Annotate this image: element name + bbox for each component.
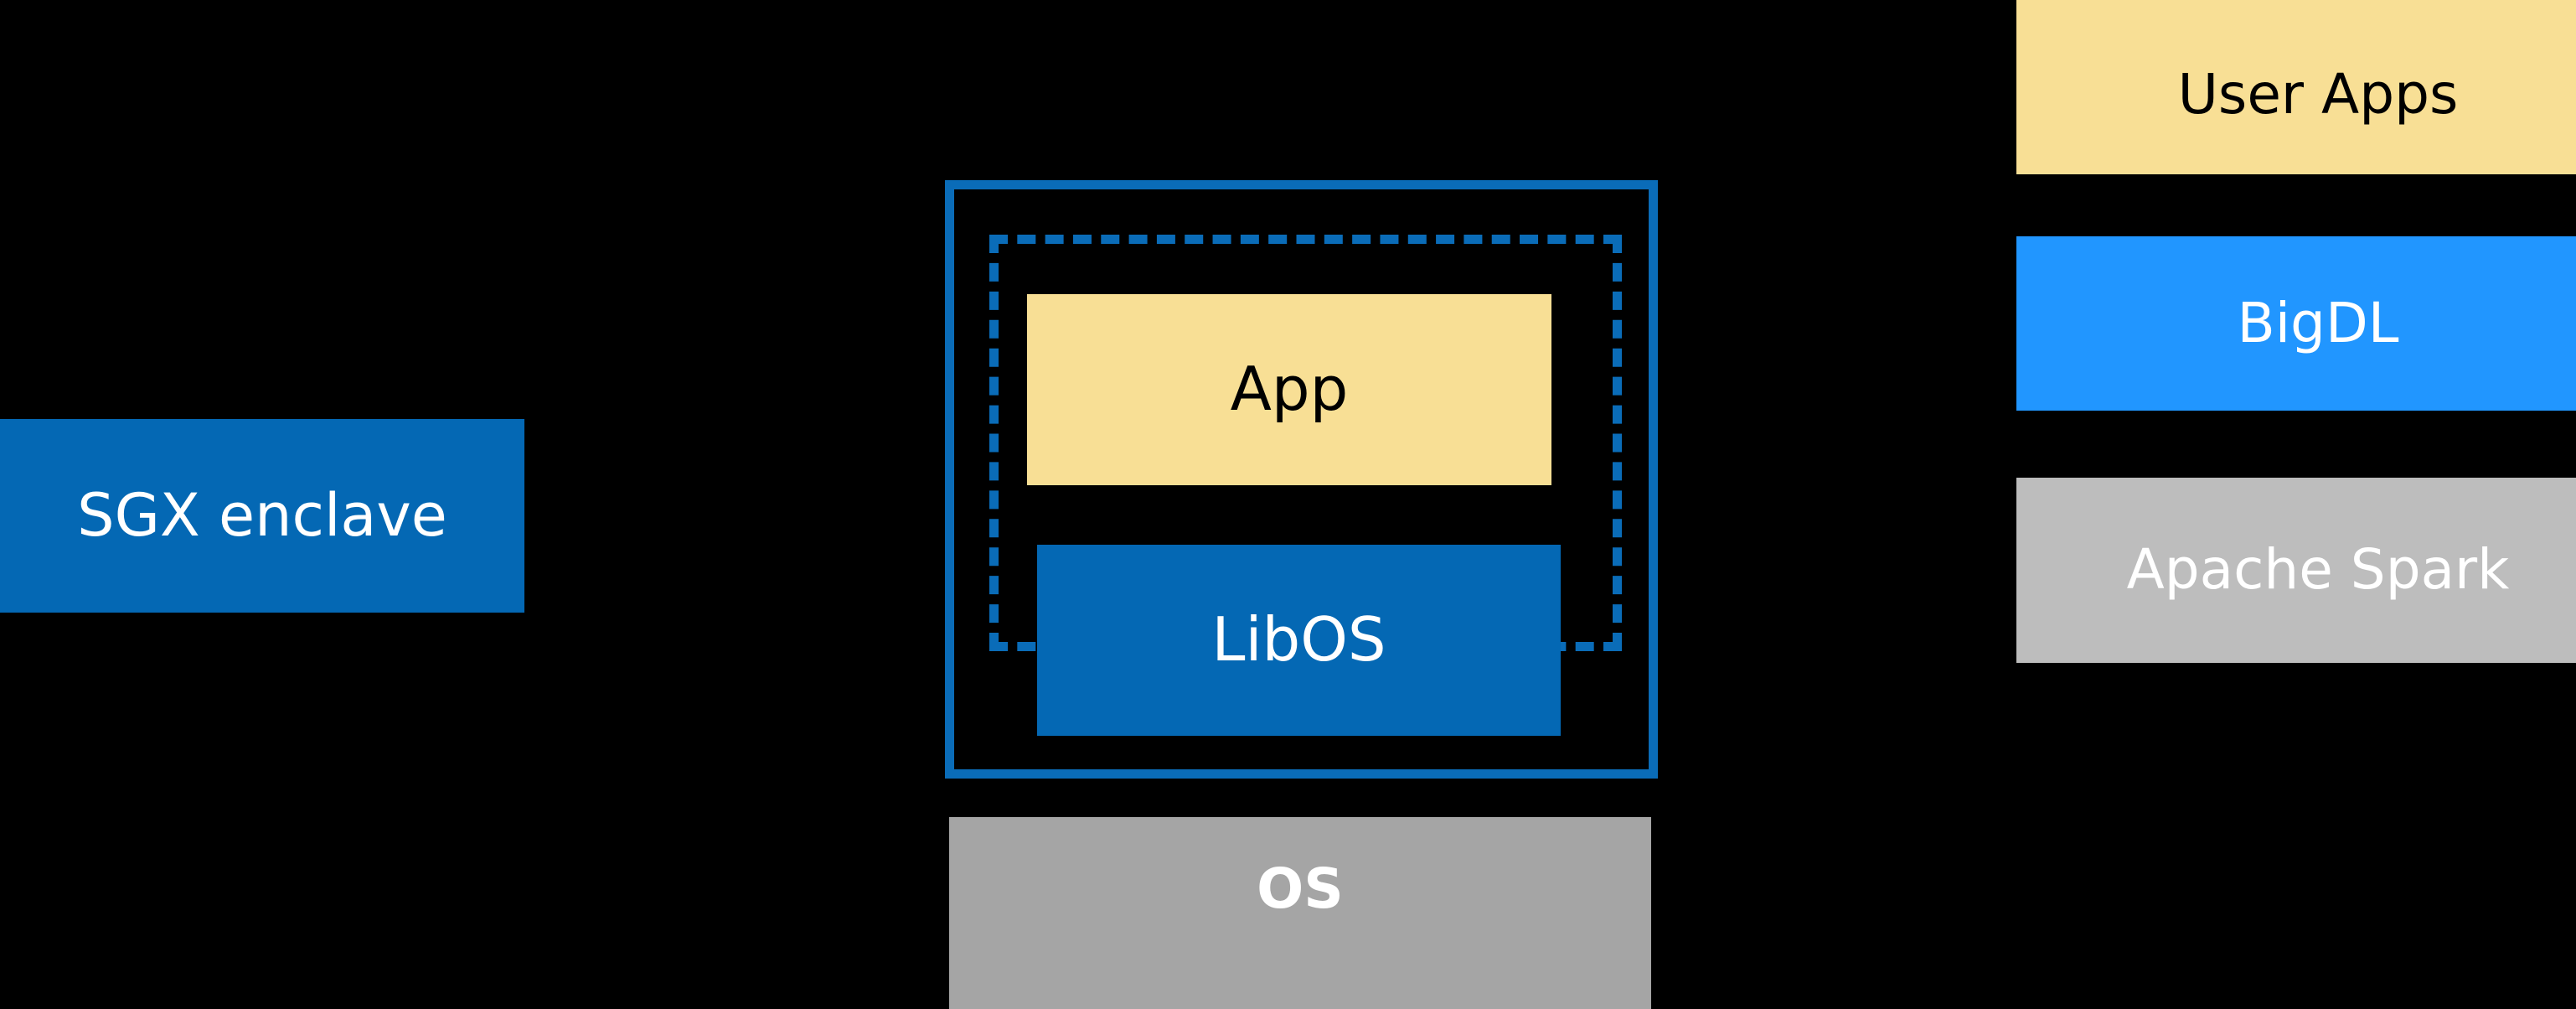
user-apps-box[interactable]: User Apps <box>2016 0 2576 174</box>
apache-spark-box[interactable]: Apache Spark <box>2016 478 2576 663</box>
libos-box[interactable]: LibOS <box>1037 545 1561 736</box>
bigdl-box[interactable]: BigDL <box>2016 236 2576 411</box>
libos-label: LibOS <box>1211 604 1386 675</box>
os-box[interactable]: OS <box>949 817 1651 1009</box>
app-box[interactable]: App <box>1027 294 1551 485</box>
os-label: OS <box>1257 856 1344 921</box>
app-label: App <box>1230 354 1349 425</box>
sgx-enclave-label: SGX enclave <box>77 481 447 550</box>
sgx-enclave-box[interactable]: SGX enclave <box>0 419 524 613</box>
apache-spark-label: Apache Spark <box>2126 537 2510 603</box>
enclave-boundary-outline <box>945 180 1658 779</box>
user-apps-label: User Apps <box>2177 62 2459 127</box>
bigdl-label: BigDL <box>2237 290 2399 355</box>
